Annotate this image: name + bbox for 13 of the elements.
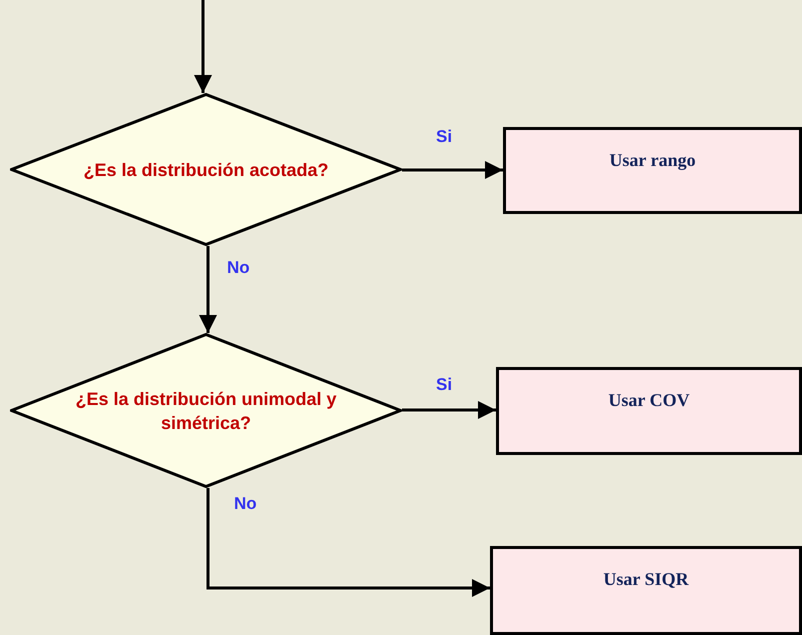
question-text: ¿Es la distribución unimodal y simétrica? [74, 388, 338, 434]
arrow [402, 161, 503, 179]
arrow [199, 246, 217, 333]
process-box [503, 127, 802, 214]
result-text: Usar COV [608, 390, 690, 411]
arrow [402, 401, 496, 419]
arrow [194, 0, 212, 93]
process-box [496, 367, 802, 455]
question-text: ¿Es la distribución acotada? [82, 158, 330, 182]
result-text: Usar SIQR [603, 569, 689, 590]
result-text: Usar rango [609, 150, 696, 171]
process-box [490, 546, 802, 635]
arrow [206, 488, 490, 597]
